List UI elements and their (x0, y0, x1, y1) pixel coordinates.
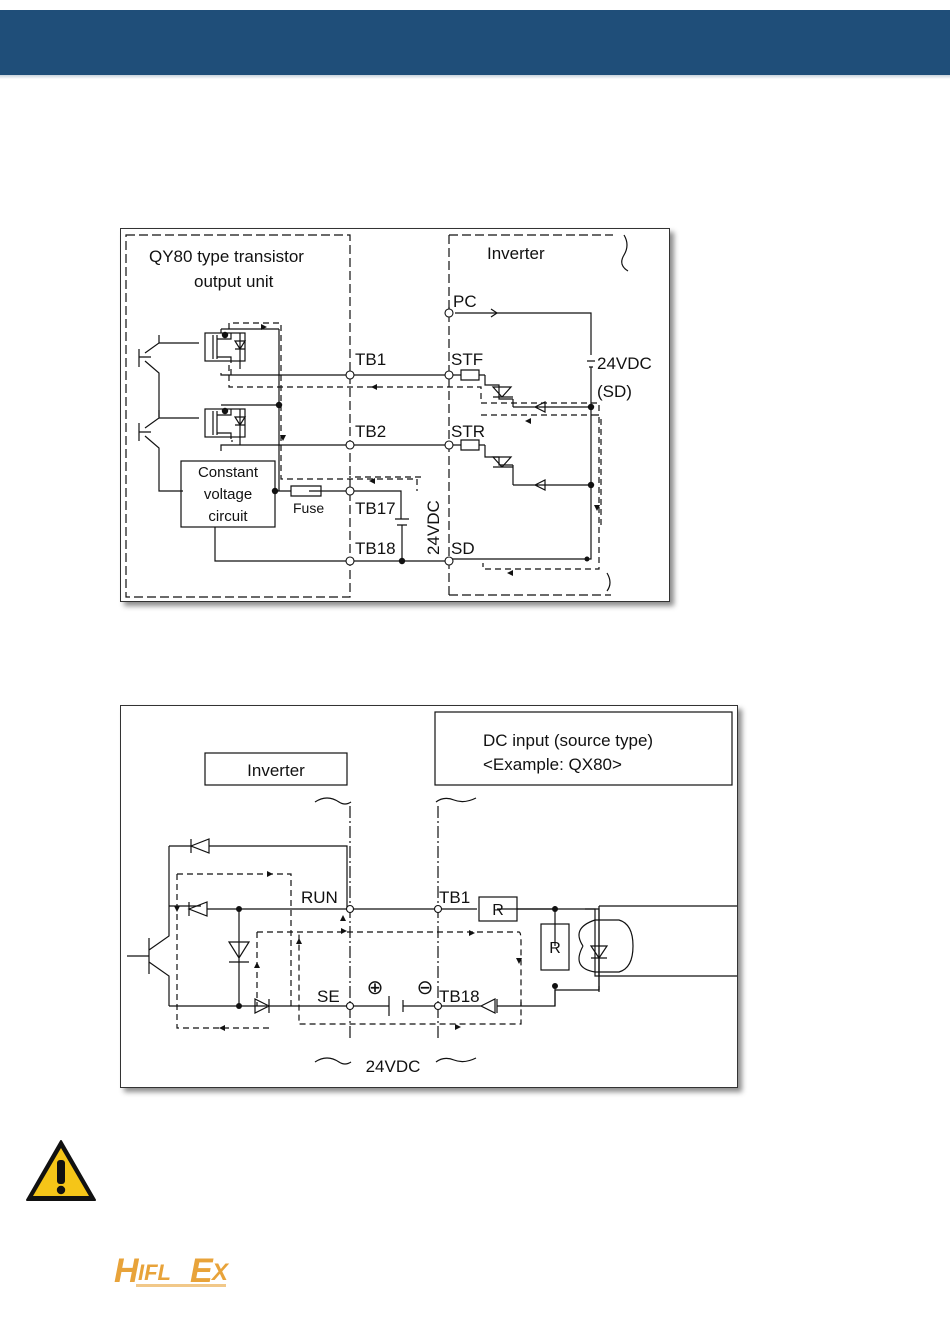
terminal-pc (445, 309, 453, 317)
label-sd: SD (451, 539, 475, 558)
terminal-stf (445, 371, 453, 379)
cv-line1: Constant (198, 464, 259, 481)
label-tb2: TB2 (355, 422, 386, 441)
diagram1-svg: QY80 type transistor output unit Inverte… (121, 229, 669, 601)
label-24vdc-sd-line2: (SD) (597, 382, 632, 401)
label-tb18: TB18 (355, 539, 396, 558)
diagram2-svg: Inverter DC input (source type) <Example… (121, 706, 737, 1087)
label-24vdc-vertical: 24VDC (424, 500, 443, 555)
minus-symbol: ⊖ (417, 977, 434, 999)
header-bar (0, 10, 950, 75)
inverter-label: Inverter (247, 761, 305, 780)
terminal-tb18 (346, 557, 354, 565)
label-run: RUN (301, 888, 338, 907)
svg-text:IFL: IFL (138, 1260, 171, 1285)
dc-input-line1: DC input (source type) (483, 731, 653, 750)
label-se: SE (317, 987, 340, 1006)
diagram-dc-input-source-wiring: Inverter DC input (source type) <Example… (120, 705, 738, 1088)
qy80-title-line2: output unit (194, 272, 274, 291)
diode-vertical (229, 909, 249, 1006)
diode-run (189, 902, 207, 916)
cv-line3: circuit (208, 508, 248, 525)
qy80-title-line1: QY80 type transistor (149, 247, 304, 266)
label-tb17: TB17 (355, 499, 396, 518)
terminal-str (445, 441, 453, 449)
label-pc: PC (453, 292, 477, 311)
terminal-tb17 (346, 487, 354, 495)
inverter-title: Inverter (487, 244, 545, 263)
label-tb1: TB1 (355, 350, 386, 369)
label-tb1: TB1 (439, 888, 470, 907)
break-mark-top (622, 235, 628, 271)
warning-triangle-icon (24, 1138, 98, 1204)
label-24vdc-sd-line1: 24VDC (597, 354, 652, 373)
cv-line2: voltage (204, 486, 252, 503)
label-24vdc: 24VDC (366, 1057, 421, 1076)
label-fuse: Fuse (293, 500, 324, 516)
terminal-se (347, 1003, 354, 1010)
label-str: STR (451, 422, 485, 441)
terminal-tb2 (346, 441, 354, 449)
dc-input-line2: <Example: QX80> (483, 755, 622, 774)
diagram-transistor-output-wiring: QY80 type transistor output unit Inverte… (120, 228, 670, 602)
terminal-run (347, 906, 354, 913)
label-resistor-1: R (492, 902, 504, 919)
break-mark-bottom (607, 573, 610, 591)
svg-text:X: X (210, 1259, 230, 1286)
terminal-sd (445, 557, 453, 565)
diode-top (191, 839, 209, 853)
plus-symbol: ⊕ (367, 977, 384, 999)
label-resistor-2: R (549, 940, 561, 957)
label-tb18: TB18 (439, 987, 480, 1006)
label-stf: STF (451, 350, 483, 369)
hiflex-logo: H IFL E X (112, 1248, 242, 1290)
terminal-tb1 (346, 371, 354, 379)
